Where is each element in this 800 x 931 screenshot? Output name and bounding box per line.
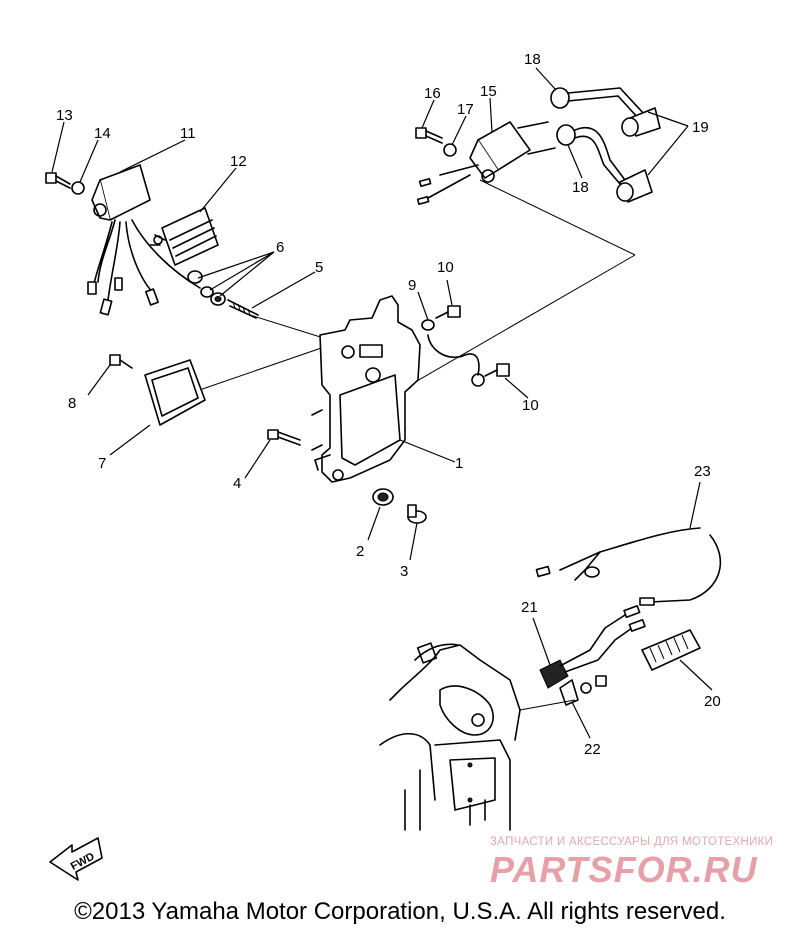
label-6: 6 <box>276 239 284 256</box>
fwd-arrow: FWD <box>49 837 103 881</box>
label-19: 19 <box>692 119 709 136</box>
bolt-part-4 <box>267 429 301 446</box>
label-10-lower: 10 <box>522 397 539 414</box>
label-18-lower: 18 <box>572 179 589 196</box>
ignition-coil-part-15 <box>416 121 556 205</box>
label-3: 3 <box>400 563 408 580</box>
watermark-logo: PARTSFOR.RU <box>490 850 758 890</box>
switch-part-21 <box>539 605 646 689</box>
plug-leads-part-19 <box>567 87 661 203</box>
grommet-part-2 <box>372 488 394 506</box>
ground-wire <box>427 334 485 387</box>
copyright-notice: ©2013 Yamaha Motor Corporation, U.S.A. A… <box>74 898 726 925</box>
bolt-part-13 <box>45 172 71 189</box>
label-22: 22 <box>584 741 601 758</box>
gasket-part-7 <box>144 359 206 426</box>
label-7: 7 <box>98 455 106 472</box>
bolt-part-3 <box>407 504 427 524</box>
cdi-unit-part-11 <box>87 164 201 316</box>
harness-part-23 <box>535 527 722 606</box>
watermark-logo-text: PARTSFOR.RU <box>490 850 758 890</box>
bracket-part-1 <box>311 295 421 483</box>
label-2: 2 <box>356 543 364 560</box>
screw-part-8 <box>109 354 133 369</box>
label-8: 8 <box>68 395 76 412</box>
label-9: 9 <box>408 277 416 294</box>
reference-lines <box>184 179 636 711</box>
label-23: 23 <box>694 463 711 480</box>
label-11: 11 <box>180 125 196 142</box>
label-10-upper: 10 <box>437 259 454 276</box>
screw-part-10-lower <box>484 363 510 377</box>
label-13: 13 <box>56 107 73 124</box>
label-12: 12 <box>230 153 247 170</box>
bolt-part-16 <box>415 127 443 144</box>
washers-part-6 <box>187 270 226 306</box>
cover-part-20 <box>641 629 701 671</box>
label-15: 15 <box>480 83 497 100</box>
rectifier-part-12 <box>149 207 219 266</box>
label-18-upper: 18 <box>524 51 541 68</box>
label-21: 21 <box>521 599 538 616</box>
screw-part-10-upper <box>435 305 461 319</box>
washer-part-9 <box>421 319 435 331</box>
part-labels: 1 2 3 4 5 6 7 8 9 10 10 11 12 13 14 15 1… <box>56 51 721 758</box>
label-14: 14 <box>94 125 111 142</box>
clip-part-22 <box>559 675 607 706</box>
washer-part-17 <box>443 143 457 157</box>
label-17: 17 <box>457 101 474 118</box>
label-5: 5 <box>315 259 323 276</box>
washer-part-14 <box>71 181 85 195</box>
label-4: 4 <box>233 475 241 492</box>
label-16: 16 <box>424 85 441 102</box>
label-1: 1 <box>455 455 463 472</box>
plug-caps-part-18 <box>550 87 576 146</box>
label-20: 20 <box>704 693 721 710</box>
stud-part-5 <box>227 299 259 319</box>
watermark-tagline: ЗАПЧАСТИ И АКСЕССУАРЫ ДЛЯ МОТОТЕХНИКИ <box>490 836 774 848</box>
leader-lines <box>51 67 713 739</box>
engine-block <box>379 642 521 831</box>
